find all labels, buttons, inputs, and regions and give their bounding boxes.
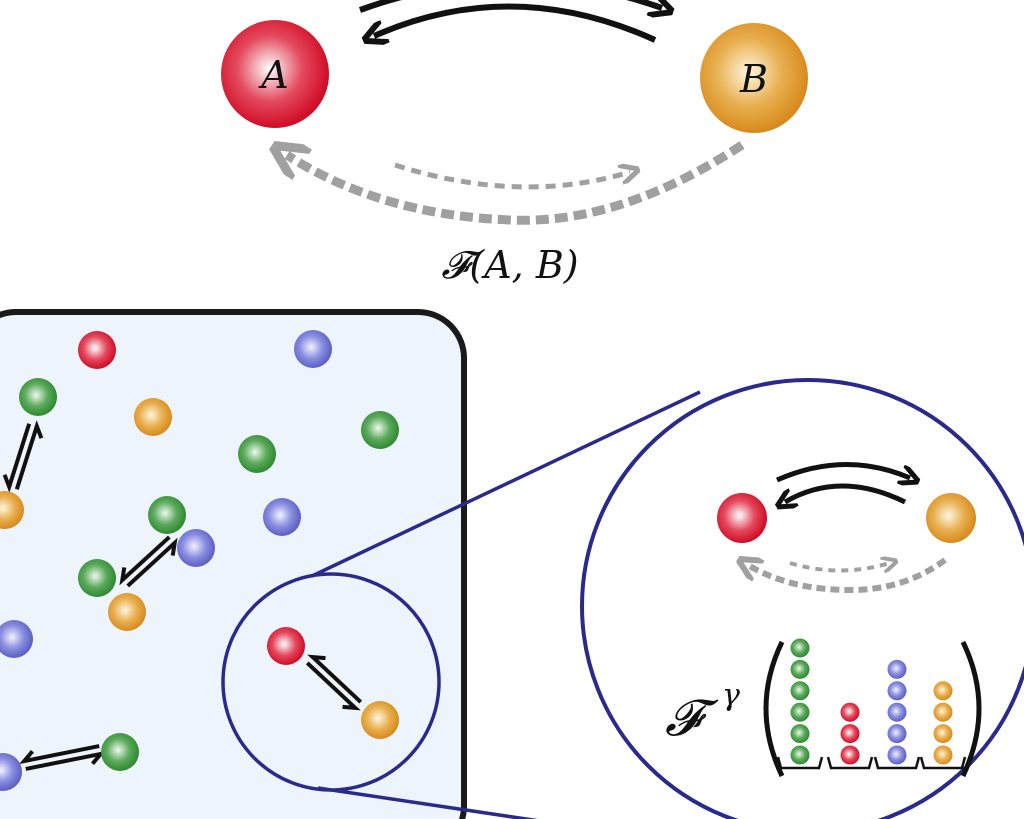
particle-red [267, 627, 305, 665]
zoom-node-b [926, 493, 976, 543]
zoom-outer-dashed [748, 560, 947, 594]
system-box [0, 309, 467, 819]
node-b [700, 23, 808, 133]
top-reaction: A B 𝓕(A, B) [221, 0, 808, 287]
column-red [826, 702, 874, 770]
equilibrium-arrow [119, 535, 178, 588]
zoom-node-a [717, 493, 767, 543]
particle-orange [0, 491, 24, 529]
well [826, 756, 874, 770]
particle-green [19, 378, 57, 416]
outer-dashed-arrow [287, 145, 745, 225]
node-a-label: A [258, 53, 288, 97]
particle-green [101, 733, 139, 771]
particle-orange [361, 701, 399, 739]
count-ball-orange [933, 702, 953, 722]
node-a [221, 20, 329, 128]
particle-blue [177, 529, 215, 567]
inner-dashed-arrow [394, 162, 630, 190]
function-label: 𝓕(A, B) [441, 243, 578, 287]
tangent-lower [317, 786, 539, 819]
particle-blue [294, 330, 332, 368]
count-ball-blue [887, 702, 907, 722]
well [776, 756, 824, 770]
tangent-upper [311, 390, 701, 578]
count-ball-blue [887, 724, 907, 744]
count-ball-blue [887, 745, 907, 765]
right-parenthesis [960, 640, 982, 778]
count-ball-green [790, 745, 810, 765]
zoom-forward-arrow [775, 462, 910, 480]
histogram-columns [776, 638, 967, 770]
large-zoom-circle [580, 378, 1024, 819]
backward-arrow [374, 3, 657, 40]
equilibrium-arrow [305, 654, 363, 711]
count-ball-red [840, 745, 860, 765]
count-ball-green [790, 724, 810, 744]
zoom-callout [221, 378, 1024, 819]
count-ball-red [840, 702, 860, 722]
particle-green [148, 496, 186, 534]
particle-orange [108, 593, 146, 631]
small-zoom-circle [221, 572, 441, 792]
equilibrium-arrow [2, 420, 44, 493]
zoomed-reaction: 𝓕 γ [665, 462, 982, 778]
equilibrium-arrow [19, 744, 106, 771]
particle-blue [0, 753, 22, 791]
zoom-backward-arrow [785, 483, 907, 502]
particle-green [78, 559, 116, 597]
count-ball-green [790, 681, 810, 701]
particle-orange [134, 398, 172, 436]
particle-green [238, 435, 276, 473]
count-ball-orange [933, 681, 953, 701]
count-ball-blue [887, 681, 907, 701]
column-blue [873, 659, 921, 770]
count-ball-green [790, 659, 810, 679]
count-ball-blue [887, 659, 907, 679]
count-ball-red [840, 724, 860, 744]
well [919, 756, 967, 770]
particle-red [78, 331, 116, 369]
zoom-exponent-label: γ [722, 678, 740, 713]
equilibrium-arrows [2, 420, 363, 771]
particle-green [361, 411, 399, 449]
left-parenthesis [763, 640, 785, 778]
column-green [776, 638, 824, 770]
count-ball-green [790, 638, 810, 658]
count-ball-orange [933, 745, 953, 765]
column-orange [919, 681, 967, 770]
well [873, 756, 921, 770]
count-ball-orange [933, 724, 953, 744]
particles [0, 330, 399, 791]
particle-blue [263, 498, 301, 536]
particle-blue [0, 620, 33, 658]
count-ball-green [790, 702, 810, 722]
node-b-label: B [739, 57, 768, 101]
